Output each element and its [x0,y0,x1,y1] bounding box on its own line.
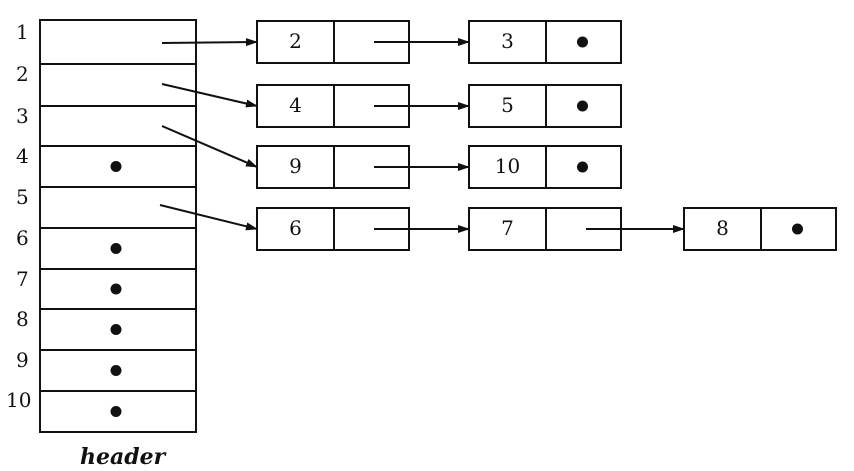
row-index-label: 10 [6,388,32,412]
row-index-label: 1 [16,20,29,44]
header-array-frame [39,19,197,433]
node-value: 10 [494,154,521,178]
null-pointer-dot [110,283,122,295]
row-index-label: 7 [16,267,29,291]
row-index-label: 9 [16,348,29,372]
pointer-arrows [159,38,685,233]
pointer-arrow [161,125,258,168]
node-value: 7 [501,216,514,240]
node-value: 8 [716,216,729,240]
row-index-label: 6 [16,226,29,250]
row-index-label: 5 [16,185,29,209]
row-index-label: 3 [16,104,29,128]
pointer-arrow [159,204,258,231]
null-pointer-dot [110,324,122,335]
pointer-arrow [161,83,258,108]
row-index-label: 8 [16,307,29,331]
header-caption: header [80,444,166,470]
node-value: 4 [289,93,302,117]
null-pointer-dot [110,161,122,172]
node-value: 6 [289,216,302,240]
null-pointer-dot [792,223,803,235]
node-value: 2 [289,29,302,53]
null-pointer-dot [577,36,588,48]
row-index-label: 2 [16,62,29,86]
null-pointer-dot [577,161,588,173]
row-index-label: 4 [16,144,29,168]
node-value: 5 [501,93,514,117]
null-pointer-dot [110,243,122,254]
null-pointer-dot [110,406,122,417]
node-value: 3 [501,29,514,53]
header-array [39,19,197,433]
null-pointer-dot [577,100,588,112]
node-value: 9 [289,154,302,178]
null-pointer-dot [110,365,122,376]
pointer-arrow [161,38,258,47]
